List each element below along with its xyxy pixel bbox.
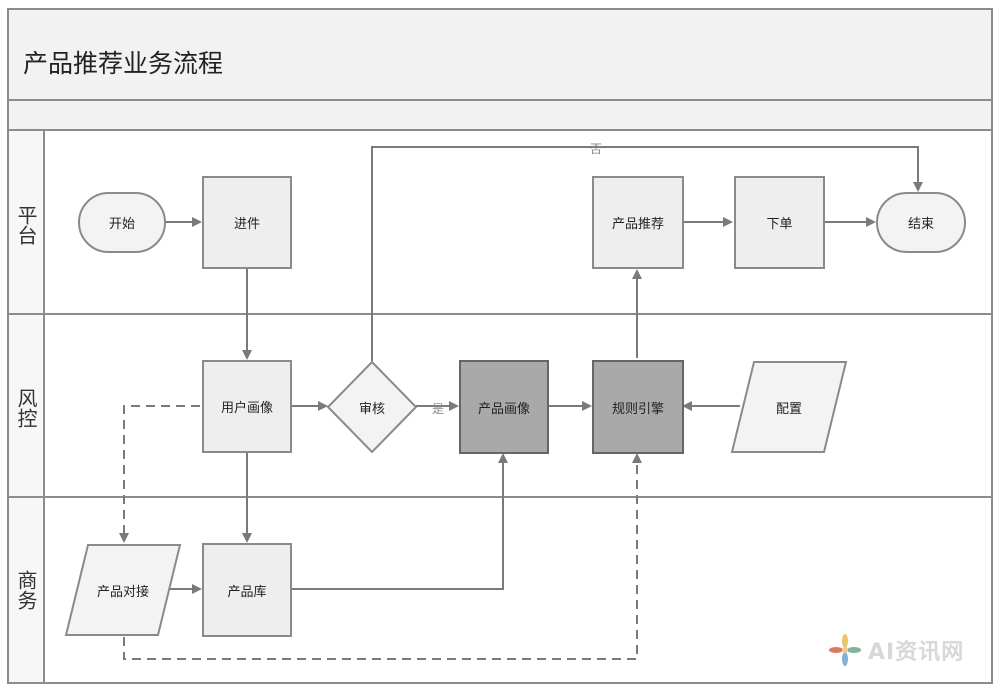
- node-user-profile[interactable]: 用户画像: [202, 360, 292, 453]
- node-config-parallelogram[interactable]: [730, 360, 848, 454]
- edge-dashed-userprofile-docking: [119, 405, 200, 543]
- node-order[interactable]: 下单: [734, 176, 825, 269]
- lane-label-column: [7, 129, 45, 684]
- node-order-label: 下单: [766, 217, 793, 232]
- edge-label-no: 否: [590, 142, 603, 156]
- watermark: AI资讯网: [828, 631, 980, 669]
- edge-label-yes: 是: [432, 402, 445, 416]
- node-start[interactable]: 开始: [78, 192, 166, 253]
- lane-label-risk: 风控: [14, 388, 38, 428]
- header-spacer-row: [7, 99, 993, 131]
- edge-dashed-docking-ruleengine: [123, 453, 642, 660]
- node-user-profile-label: 用户画像: [220, 401, 273, 416]
- node-product-docking-parallelogram[interactable]: [64, 543, 182, 637]
- node-product-recommend[interactable]: 产品推荐: [592, 176, 684, 269]
- node-product-library[interactable]: 产品库: [202, 543, 292, 637]
- sparkle-icon: [829, 634, 861, 666]
- node-entry-label: 进件: [233, 217, 260, 232]
- node-rule-engine[interactable]: 规则引擎: [592, 360, 684, 454]
- node-product-library-label: 产品库: [227, 584, 267, 600]
- node-start-label: 开始: [108, 217, 135, 232]
- node-product-profile[interactable]: 产品画像: [459, 360, 549, 454]
- lane-label-platform: 平台: [14, 205, 38, 245]
- node-entry[interactable]: 进件: [202, 176, 292, 269]
- lane-divider-1: [7, 313, 993, 315]
- node-product-profile-label: 产品画像: [477, 401, 530, 417]
- diagram-title: 产品推荐业务流程: [23, 49, 224, 78]
- node-rule-engine-label: 规则引擎: [611, 401, 664, 417]
- node-end[interactable]: 结束: [876, 192, 966, 253]
- node-review-diamond[interactable]: [326, 360, 418, 454]
- edge-productlibrary-productprofile: [292, 453, 508, 590]
- edge-review-end: [371, 146, 923, 361]
- node-end-label: 结束: [907, 217, 934, 232]
- lane-label-business: 商务: [14, 570, 38, 610]
- node-product-recommend-label: 产品推荐: [611, 217, 664, 232]
- title-row: 产品推荐业务流程: [7, 8, 993, 101]
- lane-divider-2: [7, 496, 993, 498]
- watermark-text: AI资讯网: [868, 640, 965, 665]
